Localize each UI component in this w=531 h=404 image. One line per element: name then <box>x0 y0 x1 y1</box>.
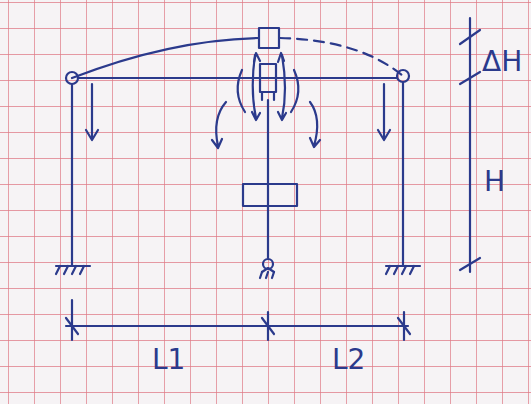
height-dimension: H <box>482 168 507 196</box>
span-dimension: L1 <box>150 346 187 374</box>
delta-height-dimension: ΔH <box>480 48 524 76</box>
span-dimension: L2 <box>330 346 367 374</box>
